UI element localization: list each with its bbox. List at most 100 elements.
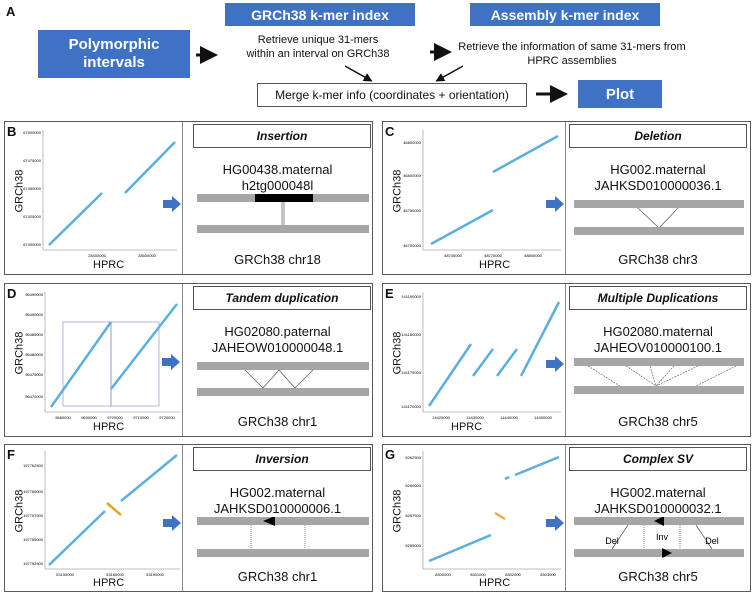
sv-schematic-multi-dup	[574, 358, 744, 394]
y-axis-label: GRCh38	[13, 331, 26, 375]
assembly-index-box: Assembly k-mer index	[470, 3, 660, 26]
duplication-box	[62, 321, 112, 407]
panel-g: G 8262500 8260000 8257500 8255000 830000…	[382, 444, 751, 592]
del-label-left: Del	[605, 536, 619, 546]
ytick: 141180000	[401, 332, 422, 337]
ytick: 96485000	[25, 332, 44, 337]
xtick: 53150000	[56, 572, 75, 577]
inversion-segment	[494, 512, 506, 520]
dotplot-g: 8262500 8260000 8257500 8255000 8300000 …	[405, 451, 561, 577]
alignment-segment	[430, 208, 494, 246]
ytick: 197752500	[23, 561, 44, 566]
xtick: 14440000	[500, 415, 519, 420]
xtick: 14420000	[432, 415, 451, 420]
ytick: 96470000	[25, 394, 44, 399]
chrom-label: GRCh38 chr1	[237, 569, 318, 584]
panel-letter: E	[385, 286, 394, 301]
xtick: 9700000	[107, 415, 123, 420]
x-axis-label: HPRC	[93, 577, 125, 589]
alignment-segment	[492, 134, 559, 174]
sv-schematic-complex: Inv Del Del	[574, 517, 744, 558]
chrom-label: GRCh38 chr3	[618, 252, 698, 267]
xtick: 9680000	[55, 415, 71, 420]
arrow-3	[344, 65, 373, 82]
y-axis-label: GRCh38	[391, 331, 404, 375]
dotplot-e: 141190000 141180000 141175000 141170000 …	[401, 292, 561, 420]
sv-title: Tandem duplication	[193, 286, 371, 310]
alignment-segment	[48, 510, 106, 566]
orientation-arrow-icon	[662, 548, 672, 558]
block-arrow-icon	[546, 196, 564, 212]
ytick: 46800000	[403, 173, 422, 178]
ytick: 8257500	[405, 513, 421, 518]
panel-d: D 96490000 96490000 96485000 96480000 96…	[4, 283, 373, 437]
y-axis-label: GRCh38	[13, 489, 26, 533]
sv-schematic-deletion	[574, 200, 744, 235]
sv-title: Deletion	[569, 124, 747, 148]
panel-letter: G	[385, 447, 396, 462]
sv-title: Multiple Duplications	[569, 286, 747, 310]
arrow-4	[435, 65, 464, 82]
alignment-segment	[120, 454, 178, 502]
ytick: 8262500	[405, 455, 421, 460]
ytick: 67450000	[23, 186, 42, 191]
xtick: 9710000	[133, 415, 149, 420]
ytick: 96475000	[25, 372, 44, 377]
x-axis-label: HPRC	[93, 259, 125, 271]
block-arrow-icon	[163, 196, 181, 212]
inversion-segment	[106, 502, 122, 516]
xtick: 8301000	[470, 572, 486, 577]
ytick: 96480000	[25, 352, 44, 357]
x-axis-label: HPRC	[479, 577, 511, 589]
ytick: 67425000	[23, 214, 42, 219]
dotplot-d: 96490000 96490000 96485000 96480000 9647…	[25, 292, 180, 420]
xtick: 8303000	[540, 572, 556, 577]
panel-letter: B	[7, 124, 17, 139]
sv-title: Complex SV	[569, 447, 747, 471]
panel-letter: D	[7, 286, 17, 301]
panel-letter: C	[385, 124, 395, 139]
chrom-label: GRCh38 chr18	[234, 252, 321, 267]
workflow-arrows	[196, 43, 568, 103]
xtick: 28500000	[138, 253, 157, 258]
xtick: 14430000	[466, 415, 485, 420]
panel-b: B 67500000 67475000 67450000 67425000 67…	[4, 121, 373, 275]
ytick: 96490000	[25, 312, 44, 317]
ytick: 141170000	[401, 404, 422, 409]
xtick: 8300000	[435, 572, 451, 577]
ytick: 67400000	[23, 242, 42, 247]
ytick: 141190000	[401, 294, 422, 299]
y-axis-label: GRCh38	[13, 169, 26, 213]
ytick: 141175000	[401, 370, 422, 375]
chrom-label: GRCh38 chr1	[237, 414, 318, 429]
alignment-segment	[471, 348, 495, 377]
alignment-segment	[124, 141, 176, 194]
xtick: 14450000	[534, 415, 553, 420]
sv-title: Insertion	[193, 124, 371, 148]
orientation-arrow-icon	[263, 517, 275, 526]
polymorphic-intervals-box: Polymorphic intervals	[38, 30, 190, 78]
x-axis-label: HPRC	[479, 259, 511, 271]
xtick: 48770000	[484, 253, 503, 258]
xtick: 48740000	[444, 253, 463, 258]
chrom-label: GRCh38 chr5	[618, 569, 698, 584]
inv-label: Inv	[656, 532, 669, 542]
xtick: 9690000	[81, 415, 97, 420]
y-axis-label: GRCh38	[391, 489, 404, 533]
xtick: 8302000	[505, 572, 521, 577]
retrieve-grch38-text: Retrieve unique 31-mers within an interv…	[246, 34, 390, 60]
ytick: 197757500	[23, 513, 44, 518]
ytick: 8255000	[405, 543, 421, 548]
block-arrow-icon	[162, 354, 180, 370]
xtick: 9720000	[159, 415, 175, 420]
alignment-segment	[427, 343, 473, 407]
ytick: 197760000	[23, 489, 44, 494]
sv-title: Inversion	[193, 447, 371, 471]
panel-c: C 46800000 46800000 46750000 46700000 48…	[382, 121, 751, 275]
ytick: 67500000	[23, 130, 42, 135]
sv-schematic-insertion	[197, 194, 369, 233]
